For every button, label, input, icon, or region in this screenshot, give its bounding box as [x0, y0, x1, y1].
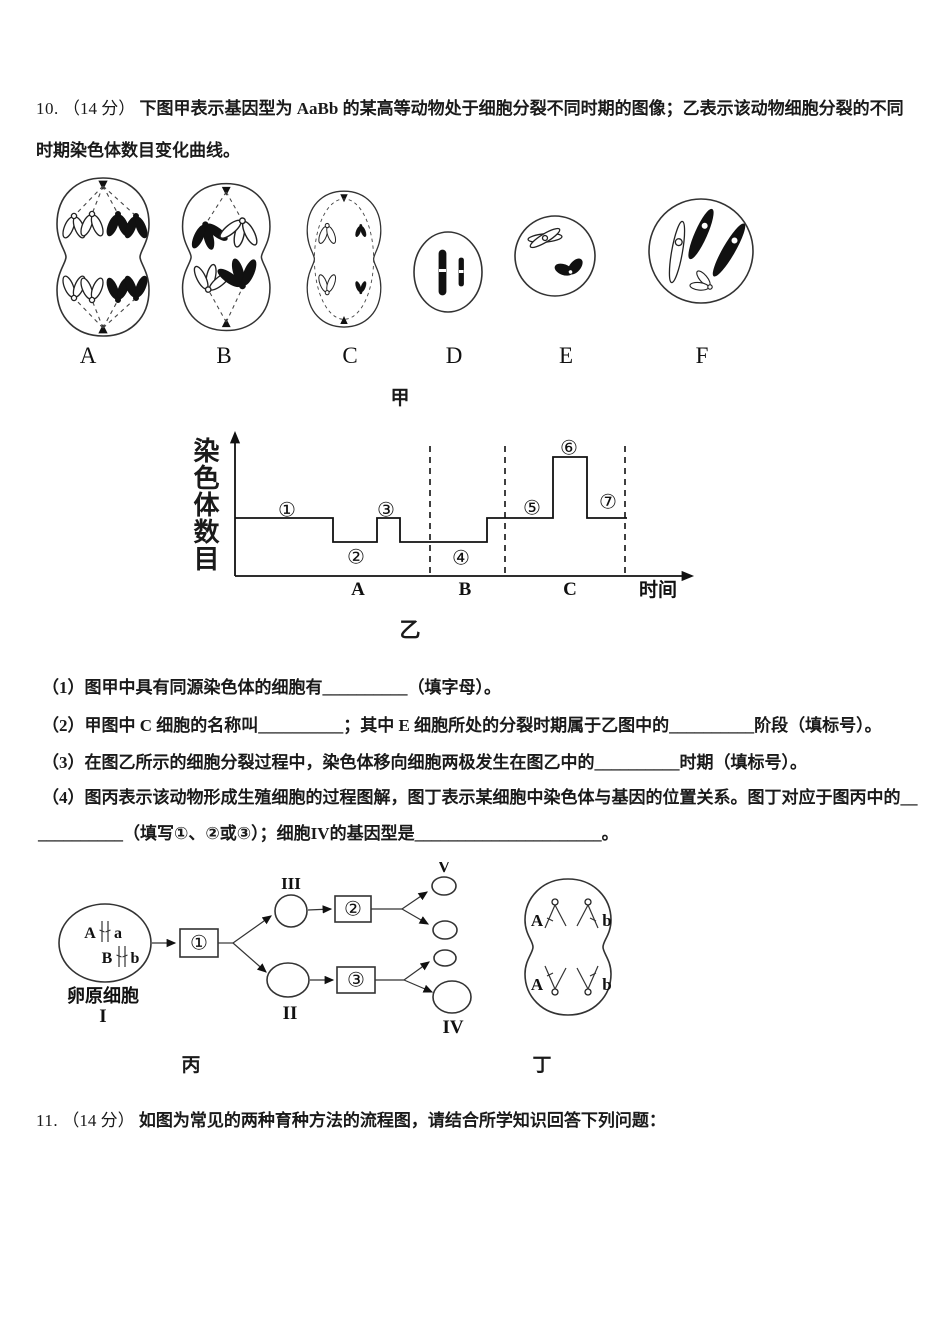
figure-ding-caption: 丁 [532, 1055, 552, 1076]
marker-4: ④ [452, 546, 470, 570]
q10-points: （14 分） [63, 99, 136, 118]
ding-gene-top-left: A [531, 911, 544, 930]
process-2-label: ② [344, 897, 362, 921]
marker-6: ⑥ [560, 436, 578, 460]
q10-item-3: （3）在图乙所示的细胞分裂过程中，染色体移向细胞两极发生在图乙中的_______… [42, 753, 807, 772]
cell-label-A: A [80, 343, 97, 368]
gene-a: a [114, 925, 122, 942]
cell-F [648, 198, 754, 304]
process-1-label: ① [190, 931, 208, 955]
ding-bottom-chromosomes [544, 965, 599, 996]
polar-body-V [431, 876, 457, 896]
gene-B: B [102, 950, 113, 967]
cell-label-F: F [696, 343, 709, 368]
numeral-IV: IV [442, 1017, 463, 1038]
q11-text: 如图为常见的两种育种方法的流程图，请结合所学知识回答下列问题： [138, 1111, 666, 1130]
phase-A: A [351, 579, 365, 600]
gene-A: A [84, 925, 96, 942]
cell-D [413, 231, 483, 313]
q10-stem-line2: 时期染色体数目变化曲线。 [36, 141, 240, 160]
egg-cell-IV [432, 980, 472, 1014]
q11-stem: 11. （14 分） 如图为常见的两种育种方法的流程图，请结合所学知识回答下列问… [36, 1111, 666, 1131]
figure-yi-chart: ① ② ③ ④ ⑤ ⑥ ⑦ A B C 时间 [229, 430, 695, 601]
ding-gene-bottom-right: b [602, 975, 611, 994]
oogonium-cell [58, 903, 152, 983]
ding-cell-outline [524, 878, 612, 1016]
cell-C [306, 190, 382, 328]
polar-body-2 [432, 920, 458, 940]
q10-stem-line1: 10. （14 分） 下图甲表示基因型为 AaBb 的某高等动物处于细胞分裂不同… [36, 99, 904, 119]
figure-ding-cell: A b A b [524, 878, 612, 1016]
q10-number: 10. [36, 99, 59, 118]
process-3-label: ③ [347, 968, 365, 992]
q10-item-4-line1: （4）图丙表示该动物形成生殖细胞的过程图解，图丁表示某细胞中染色体与基因的位置关… [42, 788, 918, 807]
cell-label-C: C [342, 343, 357, 368]
marker-3: ③ [377, 498, 395, 522]
q10-text-line1: 下图甲表示基因型为 AaBb 的某高等动物处于细胞分裂不同时期的图像；乙表示该动… [139, 99, 904, 118]
ding-gene-top-right: b [602, 911, 611, 930]
numeral-II: II [283, 1003, 298, 1024]
figure-jia-caption: 甲 [390, 388, 410, 409]
figure-bing-flow: A a B b 卵原细胞 I ① III II ② ③ [58, 862, 472, 1038]
chart-y-axis-label: 染色体数目 [190, 437, 219, 572]
chart-x-axis-label: 时间 [639, 579, 677, 601]
ding-top-chromosomes [544, 898, 599, 929]
marker-5: ⑤ [523, 496, 541, 520]
q10-item-4-line2: __________（填写①、②或③）；细胞IV的基因型是___________… [38, 824, 619, 843]
marker-2: ② [347, 545, 365, 569]
cell-label-E: E [559, 343, 573, 368]
q11-number: 11. [36, 1111, 59, 1130]
ding-gene-bottom-left: A [531, 975, 544, 994]
phase-B: B [459, 579, 472, 600]
chromosome-number-curve [235, 456, 627, 543]
cell-II [266, 962, 310, 998]
cell-label-D: D [446, 343, 463, 368]
phase-C: C [563, 579, 577, 600]
oogonium-chromosome-pair-1: A a [84, 921, 122, 942]
cell-label-B: B [216, 343, 231, 368]
cell-III [274, 894, 308, 928]
q10-item-1: （1）图甲中具有同源染色体的细胞有__________（填字母）。 [42, 678, 501, 697]
gene-b: b [131, 950, 140, 967]
cell-B [181, 182, 271, 332]
marker-7: ⑦ [599, 490, 617, 514]
figure-yi-caption: 乙 [399, 618, 421, 642]
numeral-V: V [438, 862, 451, 876]
figure-bing-caption: 丙 [181, 1055, 201, 1076]
oogonium-chromosome-pair-2: B b [102, 946, 140, 967]
q10-item-2: （2）甲图中 C 细胞的名称叫__________；其中 E 细胞所处的分裂时期… [42, 716, 882, 735]
q11-points: （14 分） [62, 1111, 135, 1130]
figure-jia-cells: A B C D E F [56, 177, 754, 368]
oogonium-label: 卵原细胞 [67, 985, 139, 1006]
cell-A [56, 177, 150, 337]
numeral-III: III [281, 874, 301, 893]
marker-1: ① [278, 498, 296, 522]
polar-body-3 [433, 949, 457, 967]
cell-E [514, 215, 596, 297]
numeral-I: I [99, 1006, 106, 1027]
